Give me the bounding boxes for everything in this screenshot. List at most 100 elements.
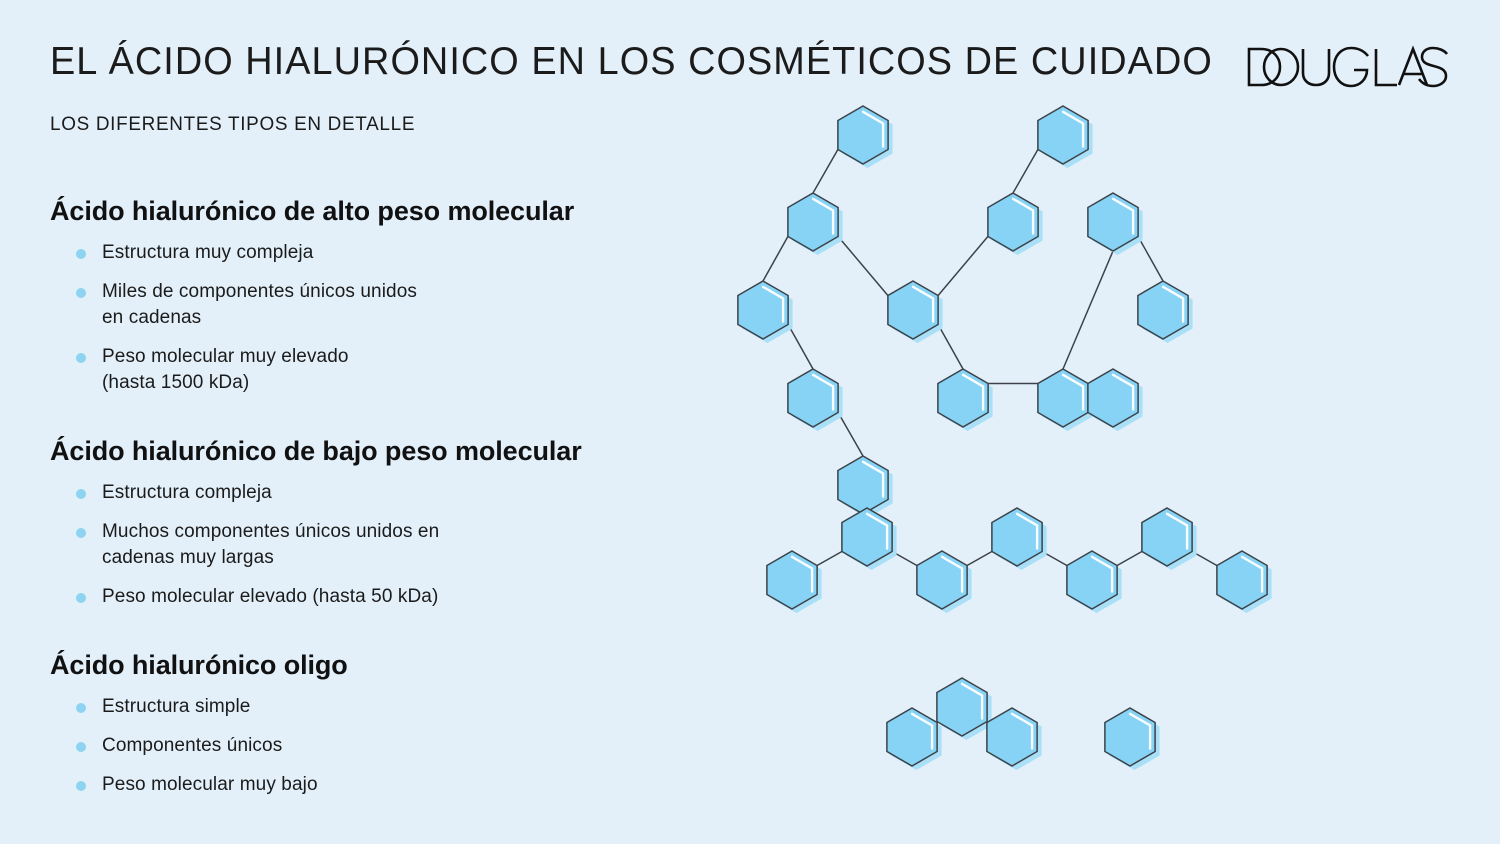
list-item: Peso molecular muy elevado (hasta 1500 k… [50, 344, 710, 396]
list-item: Miles de componentes únicos unidos en ca… [50, 279, 710, 331]
hexagon-highlight [1240, 555, 1264, 593]
hexagon-shape [787, 368, 839, 428]
hexagon-shape [737, 280, 789, 340]
molecular-bond [966, 550, 993, 567]
hexagon-highlight [790, 555, 814, 593]
oligo-molecule [886, 677, 1160, 770]
molecular-bond [1116, 550, 1143, 567]
hexagon-highlight [1111, 197, 1135, 235]
list-item: Peso molecular muy bajo [50, 772, 710, 798]
bullet-dot-icon [76, 249, 86, 259]
hexagon-shape [1141, 507, 1193, 567]
hexagon-shape [1087, 192, 1139, 252]
section-heading: Ácido hialurónico de bajo peso molecular [50, 436, 582, 466]
hexagon-shape [766, 550, 818, 610]
hexagon-shape [1087, 368, 1139, 428]
hexagon-shape [916, 550, 968, 610]
hexagon-highlight [911, 285, 935, 323]
hexagon-highlight [865, 512, 889, 550]
hexagon-highlight [1010, 712, 1034, 750]
bullet-dot-icon [76, 489, 86, 499]
hexagon-shape [787, 192, 839, 252]
molecular-bond [937, 324, 964, 370]
bullet-dot-icon [76, 742, 86, 752]
section-high-molecular-weight: Ácido hialurónico de alto peso molecular… [50, 196, 710, 396]
hexagon-highlight [861, 460, 885, 498]
bullet-dot-icon [76, 703, 86, 713]
hexagon-highlight [761, 285, 785, 323]
list-item-label: Miles de componentes únicos unidos en ca… [102, 281, 417, 328]
bullet-dot-icon [76, 353, 86, 363]
hexagon-shape [887, 280, 939, 340]
molecular-bond [812, 149, 839, 194]
hexagon-shape [1037, 105, 1089, 165]
list-item-label: Estructura compleja [102, 482, 272, 503]
hexagon-shape [937, 368, 989, 428]
hexagon-shape [837, 105, 889, 165]
page-subtitle: LOS DIFERENTES TIPOS EN DETALLE [50, 113, 416, 135]
list-item: Estructura muy compleja [50, 240, 710, 266]
hexagon-highlight [961, 373, 985, 411]
list-item-label: Muchos componentes únicos unidos en cade… [102, 521, 440, 568]
section-oligo: Ácido hialurónico oligo Estructura simpl… [50, 650, 710, 798]
bullet-dot-icon [76, 528, 86, 538]
hexagon-highlight [1011, 197, 1035, 235]
molecule-illustrations [700, 0, 1500, 844]
bullet-list: Estructura muy compleja Miles de compone… [50, 240, 710, 396]
list-item-label: Peso molecular muy elevado (hasta 1500 k… [102, 346, 349, 393]
hexagon-highlight [811, 197, 835, 235]
header: EL ÁCIDO HIALURÓNICO EN LOS COSMÉTICOS D… [0, 0, 1500, 160]
hexagon-highlight [861, 110, 885, 148]
hexagon-shape [1216, 550, 1268, 610]
hexagon-shape [986, 707, 1038, 767]
section-heading: Ácido hialurónico de alto peso molecular [50, 196, 575, 226]
list-item-label: Peso molecular elevado (hasta 50 kDa) [102, 586, 439, 607]
hexagon-shape [936, 677, 988, 737]
section-low-molecular-weight: Ácido hialurónico de bajo peso molecular… [50, 436, 710, 610]
hexagon-highlight [940, 555, 964, 593]
list-item: Componentes únicos [50, 733, 710, 759]
hexagon-shape [841, 507, 893, 567]
hexagon-shape [1104, 707, 1156, 767]
hexagon-highlight [1161, 285, 1185, 323]
molecular-bond [837, 236, 889, 296]
molecular-bond [1137, 236, 1164, 282]
hexagon-highlight [1015, 512, 1039, 550]
molecular-bond [762, 236, 789, 282]
high-molecular-weight-molecule [737, 105, 1193, 518]
hexagon-shape [1066, 550, 1118, 610]
hexagon-highlight [811, 373, 835, 411]
hexagon-shape [987, 192, 1039, 252]
douglas-logo [1242, 43, 1452, 89]
list-item: Muchos componentes únicos unidos en cade… [50, 519, 710, 571]
list-item-label: Componentes únicos [102, 735, 283, 756]
bullet-list: Estructura simple Componentes únicos Pes… [50, 694, 710, 798]
list-item: Peso molecular elevado (hasta 50 kDa) [50, 584, 710, 610]
hexagon-highlight [1061, 373, 1085, 411]
list-item-label: Estructura muy compleja [102, 242, 314, 263]
hexagon-highlight [1165, 512, 1189, 550]
hexagon-shape [1137, 280, 1189, 340]
molecular-bond [1012, 149, 1039, 194]
molecular-bond [837, 412, 864, 457]
molecular-bond [937, 236, 989, 296]
bullet-dot-icon [76, 593, 86, 603]
list-item-label: Estructura simple [102, 696, 251, 717]
hexagon-shape [991, 507, 1043, 567]
molecular-bond [816, 550, 843, 567]
page-title: EL ÁCIDO HIALURÓNICO EN LOS COSMÉTICOS D… [50, 40, 1213, 83]
hexagon-highlight [1061, 110, 1085, 148]
molecular-bond [1062, 250, 1114, 370]
list-item-label: Peso molecular muy bajo [102, 774, 318, 795]
list-item: Estructura simple [50, 694, 710, 720]
bullet-dot-icon [76, 288, 86, 298]
bullet-dot-icon [76, 781, 86, 791]
hexagon-highlight [960, 682, 984, 720]
hexagon-highlight [1128, 712, 1152, 750]
hexagon-highlight [1111, 373, 1135, 411]
section-heading: Ácido hialurónico oligo [50, 650, 348, 680]
molecular-bond [787, 324, 814, 370]
bullet-list: Estructura compleja Muchos componentes ú… [50, 480, 710, 610]
list-item: Estructura compleja [50, 480, 710, 506]
